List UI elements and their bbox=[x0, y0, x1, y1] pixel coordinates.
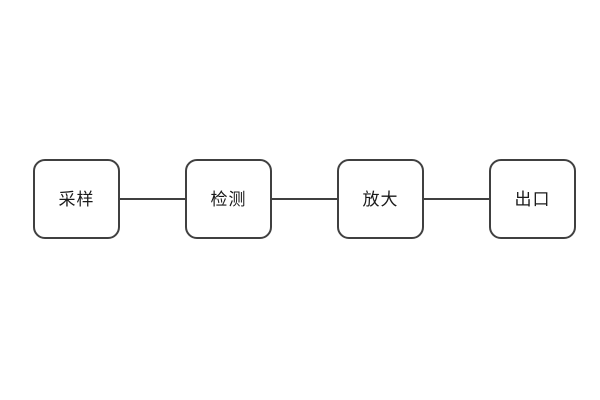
flow-node-sampling: 采样 bbox=[33, 159, 120, 239]
connector-line-2 bbox=[272, 198, 337, 200]
flow-node-outlet: 出口 bbox=[489, 159, 576, 239]
flow-node-detection: 检测 bbox=[185, 159, 272, 239]
connector-line-3 bbox=[424, 198, 489, 200]
flow-node-label: 出口 bbox=[514, 189, 551, 209]
flow-node-amplify: 放大 bbox=[337, 159, 424, 239]
connector-line-1 bbox=[120, 198, 185, 200]
flow-node-label: 采样 bbox=[58, 189, 95, 209]
flow-node-label: 检测 bbox=[210, 189, 247, 209]
flow-node-label: 放大 bbox=[362, 189, 399, 209]
